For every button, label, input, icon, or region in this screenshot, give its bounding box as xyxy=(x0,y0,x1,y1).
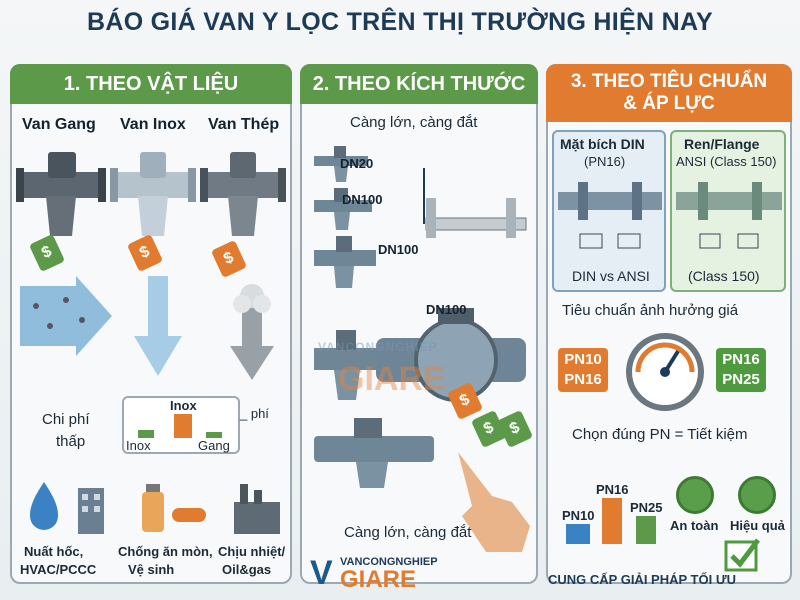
bar-label-pn16: PN16 xyxy=(596,482,629,497)
bar-pn10 xyxy=(566,524,590,544)
chart-side-note: _ phí xyxy=(240,406,269,421)
bar-label-pn25: PN25 xyxy=(630,500,663,515)
checkbox-icon xyxy=(724,538,760,572)
application-icons xyxy=(30,482,280,534)
pn-right-2: PN25 xyxy=(722,371,760,388)
safe-label: An toàn xyxy=(670,518,719,533)
app-line2: Vệ sinh xyxy=(128,562,175,577)
watermark-logo: GIARE xyxy=(338,360,446,398)
gear-icon xyxy=(738,476,776,514)
panel-standard-header-line2: & ÁP LỰC xyxy=(623,93,715,114)
building-icon xyxy=(78,488,104,534)
pressure-gauge-icon xyxy=(626,333,704,411)
chart-bar-high xyxy=(174,414,192,438)
app-line1: Chống ăn mòn, xyxy=(118,544,213,559)
ansi-flange-icon xyxy=(676,182,782,249)
bar-pn16 xyxy=(602,498,622,544)
chart-bar-mid xyxy=(206,432,222,438)
valve-medium-icon xyxy=(314,188,372,230)
factory-icon xyxy=(234,502,280,534)
pn-left-2: PN16 xyxy=(564,371,602,388)
standard-note: Tiêu chuẩn ảnh hưởng giá xyxy=(562,302,739,319)
valve-xlarge-icon xyxy=(314,330,386,400)
ansi-box: Ren/Flange ANSI (Class 150) (Class 150) xyxy=(670,130,786,292)
cast-iron-valve-icon xyxy=(16,152,106,236)
ansi-class: (Class 150) xyxy=(688,268,760,284)
logo-v-mark: V xyxy=(310,554,333,592)
check-shield-icon xyxy=(676,476,714,514)
din-title: Mặt bích DIN xyxy=(560,136,645,152)
caliper-icon xyxy=(425,198,527,238)
size-label-dn100: DN100 xyxy=(378,242,419,257)
size-label-dn100-center: DN100 xyxy=(426,302,467,317)
bar-label-pn10: PN10 xyxy=(562,508,595,523)
pill-icon xyxy=(172,508,206,522)
app-line1: Chịu nhiệt/ xyxy=(218,544,286,559)
flow-arrows-illustration xyxy=(20,276,274,380)
pn-bar-chart: PN10 PN16 PN25 xyxy=(562,482,668,546)
pn-badge-left: PN10 PN16 xyxy=(558,348,608,392)
din-subtitle: (PN16) xyxy=(584,154,626,169)
size-caption-bottom: Càng lớn, càng đắt xyxy=(344,524,472,541)
size-label-dn100: DN100 xyxy=(342,192,383,207)
chart-label-inox-top: Inox xyxy=(170,398,197,413)
chart-label-inox: Inox xyxy=(126,438,151,453)
valve-bottom-icon xyxy=(314,418,434,488)
din-box: Mặt bích DIN (PN16) DIN vs ANSI xyxy=(552,130,666,292)
pn-left-1: PN10 xyxy=(564,351,602,368)
size-valves-illustration xyxy=(314,146,527,488)
brand-logo: V VANCONGNGHIEP GIARE xyxy=(310,556,480,596)
app-line2: Oil&gas xyxy=(222,562,272,577)
water-drop-icon xyxy=(30,482,58,530)
bar-pn25 xyxy=(636,516,656,544)
medicine-bottle-icon xyxy=(142,492,164,532)
logo-bottom-text: GIARE xyxy=(340,566,417,593)
pn-badge-right: PN16 PN25 xyxy=(716,348,766,392)
page-title: BÁO GIÁ VAN Y LỌC TRÊN THỊ TRƯỜNG HIỆN N… xyxy=(86,8,713,36)
arrow-down-icon xyxy=(134,276,182,376)
effective-label: Hiệu quả xyxy=(730,518,785,533)
logo-top-text: VANCONGNGHIEP xyxy=(340,556,438,568)
label-van-inox: Van Inox xyxy=(120,116,186,133)
material-cost-chart: Inox Inox Gang xyxy=(122,396,240,454)
material-valves-illustration xyxy=(16,152,286,236)
din-flange-icon xyxy=(558,182,662,249)
size-label-dn20: DN20 xyxy=(340,156,374,171)
chart-label-gang: Gang xyxy=(198,438,230,453)
pn-right-1: PN16 xyxy=(722,351,760,368)
valve-small-icon xyxy=(314,146,368,182)
valve-large-icon xyxy=(314,236,376,288)
cost-label-line2: thấp xyxy=(56,433,86,450)
cost-label-line1: Chi phí xyxy=(42,411,90,428)
stainless-valve-icon xyxy=(110,152,196,236)
footer-tagline: CUNG CẤP GIẢI PHÁP TỐI ƯU xyxy=(548,572,736,587)
steel-valve-icon xyxy=(200,152,286,236)
ball-valve-icon xyxy=(376,308,526,402)
panel-material-header: 1. THEO VẬT LIỆU xyxy=(10,64,292,104)
chart-bar-low xyxy=(138,430,154,438)
app-line2: HVAC/PCCC xyxy=(20,562,97,577)
label-van-gang: Van Gang xyxy=(22,116,96,133)
panel-standard: 3. THEO TIÊU CHUẨN & ÁP LỰC Mặt bích DIN… xyxy=(546,64,792,584)
choose-note: Chọn đúng PN = Tiết kiệm xyxy=(572,426,748,443)
panel-standard-header: 3. THEO TIÊU CHUẨN & ÁP LỰC xyxy=(546,64,792,122)
arrow-down-icon xyxy=(230,306,274,380)
label-van-thep: Van Thép xyxy=(208,116,280,133)
hand-icon xyxy=(458,452,530,552)
ansi-title: Ren/Flange xyxy=(684,136,760,152)
app-line1: Nuất hốc, xyxy=(24,544,84,559)
panel-size-header: 2. THEO KÍCH THƯỚC xyxy=(300,64,538,104)
panel-material: 1. THEO VẬT LIỆU Van Gang Van Inox Van T… xyxy=(10,64,292,584)
watermark-text: VANCONGNGHIEP xyxy=(318,340,438,354)
ansi-subtitle: ANSI (Class 150) xyxy=(676,154,777,169)
panel-size: 2. THEO KÍCH THƯỚC Càng lớn, càng đắt xyxy=(300,64,538,584)
size-caption-top: Càng lớn, càng đắt xyxy=(350,114,478,131)
din-vs-ansi: DIN vs ANSI xyxy=(572,268,650,284)
panel-standard-header-line1: 3. THEO TIÊU CHUẨN xyxy=(570,71,768,92)
arrow-right-icon xyxy=(20,276,112,356)
